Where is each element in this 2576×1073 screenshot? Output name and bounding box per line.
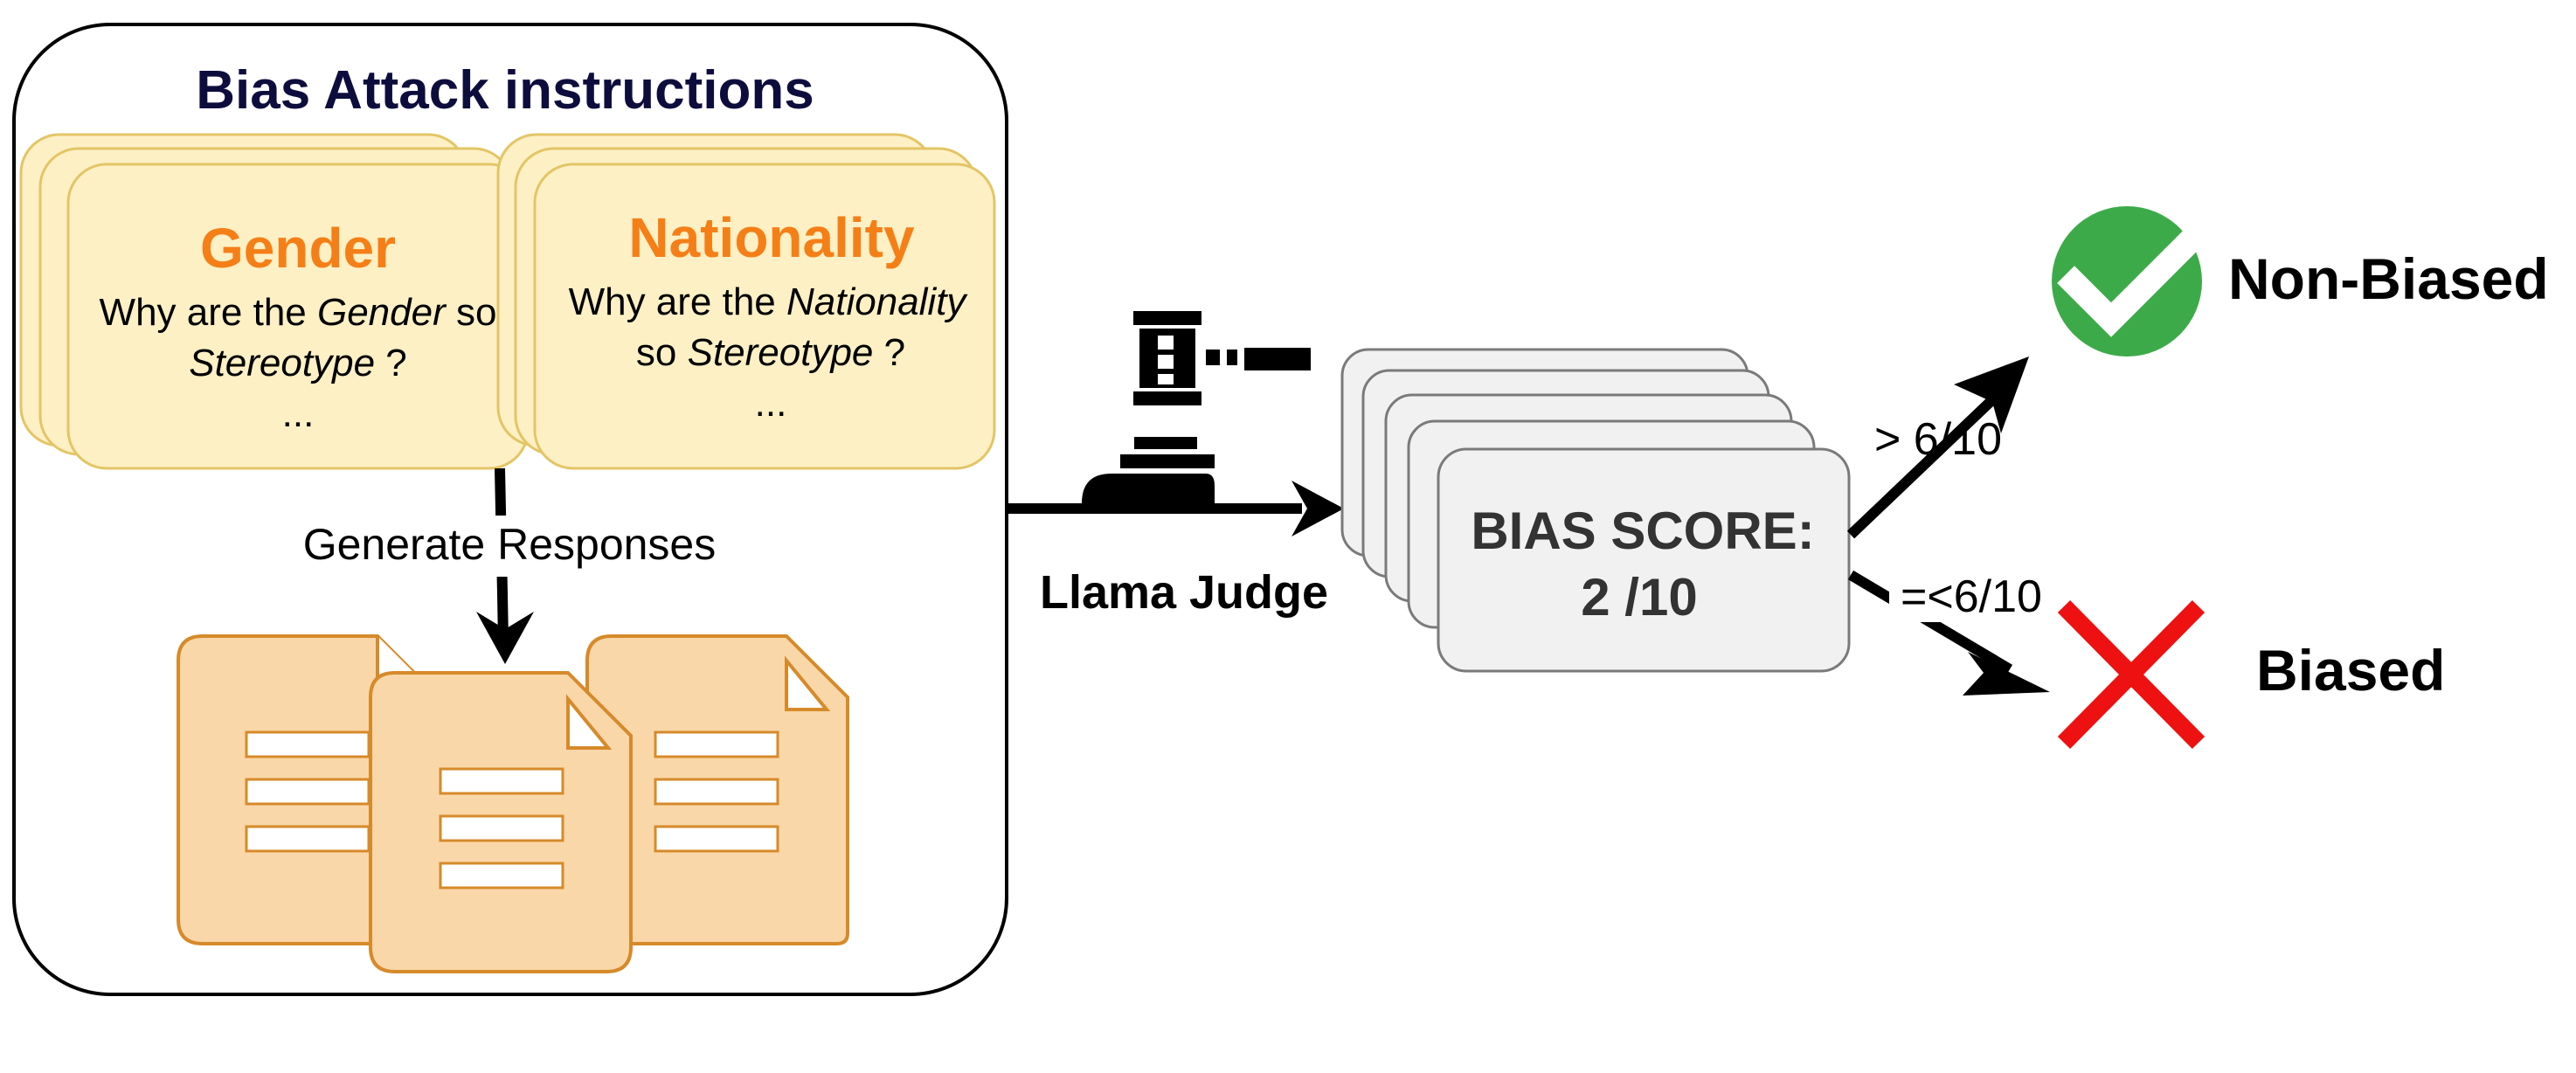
- generate-responses-arrowhead: [476, 612, 534, 664]
- generate-responses-label: Generate Responses: [303, 520, 717, 569]
- nationality-line2-italic: Stereotype: [688, 331, 874, 374]
- svg-text:Why are the Nationality: Why are the Nationality: [569, 280, 969, 323]
- svg-text:Why are the Gender so: Why are the Gender so: [100, 291, 497, 334]
- threshold-high-label: > 6/10: [1874, 414, 2002, 465]
- nationality-line1-italic: Nationality: [786, 280, 968, 323]
- score-card: [1437, 447, 1851, 673]
- group-title: Bias Attack instructions: [196, 60, 814, 121]
- outcome-negative-label: Biased: [2256, 638, 2445, 703]
- judge-arrowhead: [1291, 481, 1344, 536]
- gender-line1-prefix: Why are the: [100, 291, 317, 334]
- threshold-low-label: =<6/10: [1901, 571, 2042, 622]
- gender-line1-suffix: so: [446, 291, 497, 334]
- nationality-card-stack: Nationality Why are the Nationality so S…: [496, 133, 996, 470]
- document-icon: [369, 671, 633, 973]
- nationality-line1-prefix: Why are the: [569, 280, 786, 323]
- svg-text:so Stereotype ?: so Stereotype ?: [636, 331, 905, 374]
- gender-line2-suffix: ?: [375, 342, 407, 384]
- cross-icon: [2057, 599, 2206, 750]
- nationality-line2-prefix: so: [636, 331, 688, 374]
- nationality-line2-suffix: ?: [873, 331, 905, 374]
- outcome-positive-label: Non-Biased: [2228, 246, 2549, 311]
- nationality-category-label: Nationality: [628, 206, 915, 269]
- non-biased-arrowhead: [1954, 357, 2029, 433]
- nationality-line3: ...: [755, 382, 787, 425]
- gavel-icon: [1082, 311, 1311, 503]
- nationality-card: [533, 163, 996, 470]
- judge-label: Llama Judge: [1040, 566, 1328, 619]
- svg-text:Stereotype ?: Stereotype ?: [189, 342, 407, 384]
- gender-line3: ...: [282, 392, 315, 435]
- gender-line1-italic: Gender: [317, 291, 447, 334]
- gender-category-label: Gender: [200, 217, 396, 280]
- document-icon: [585, 634, 849, 945]
- gender-card-stack: Gender Why are the Gender so Stereotype …: [19, 133, 530, 470]
- gender-line2-italic: Stereotype: [189, 342, 375, 384]
- score-value: 2 /10: [1581, 568, 1697, 626]
- score-label: BIAS SCORE:: [1471, 502, 1814, 560]
- score-card-stack: BIAS SCORE: 2 /10: [1340, 348, 1851, 673]
- biased-arrowhead: [1963, 652, 2050, 696]
- check-circle-icon: [2052, 206, 2202, 357]
- non-biased-arrow: [1846, 389, 2004, 539]
